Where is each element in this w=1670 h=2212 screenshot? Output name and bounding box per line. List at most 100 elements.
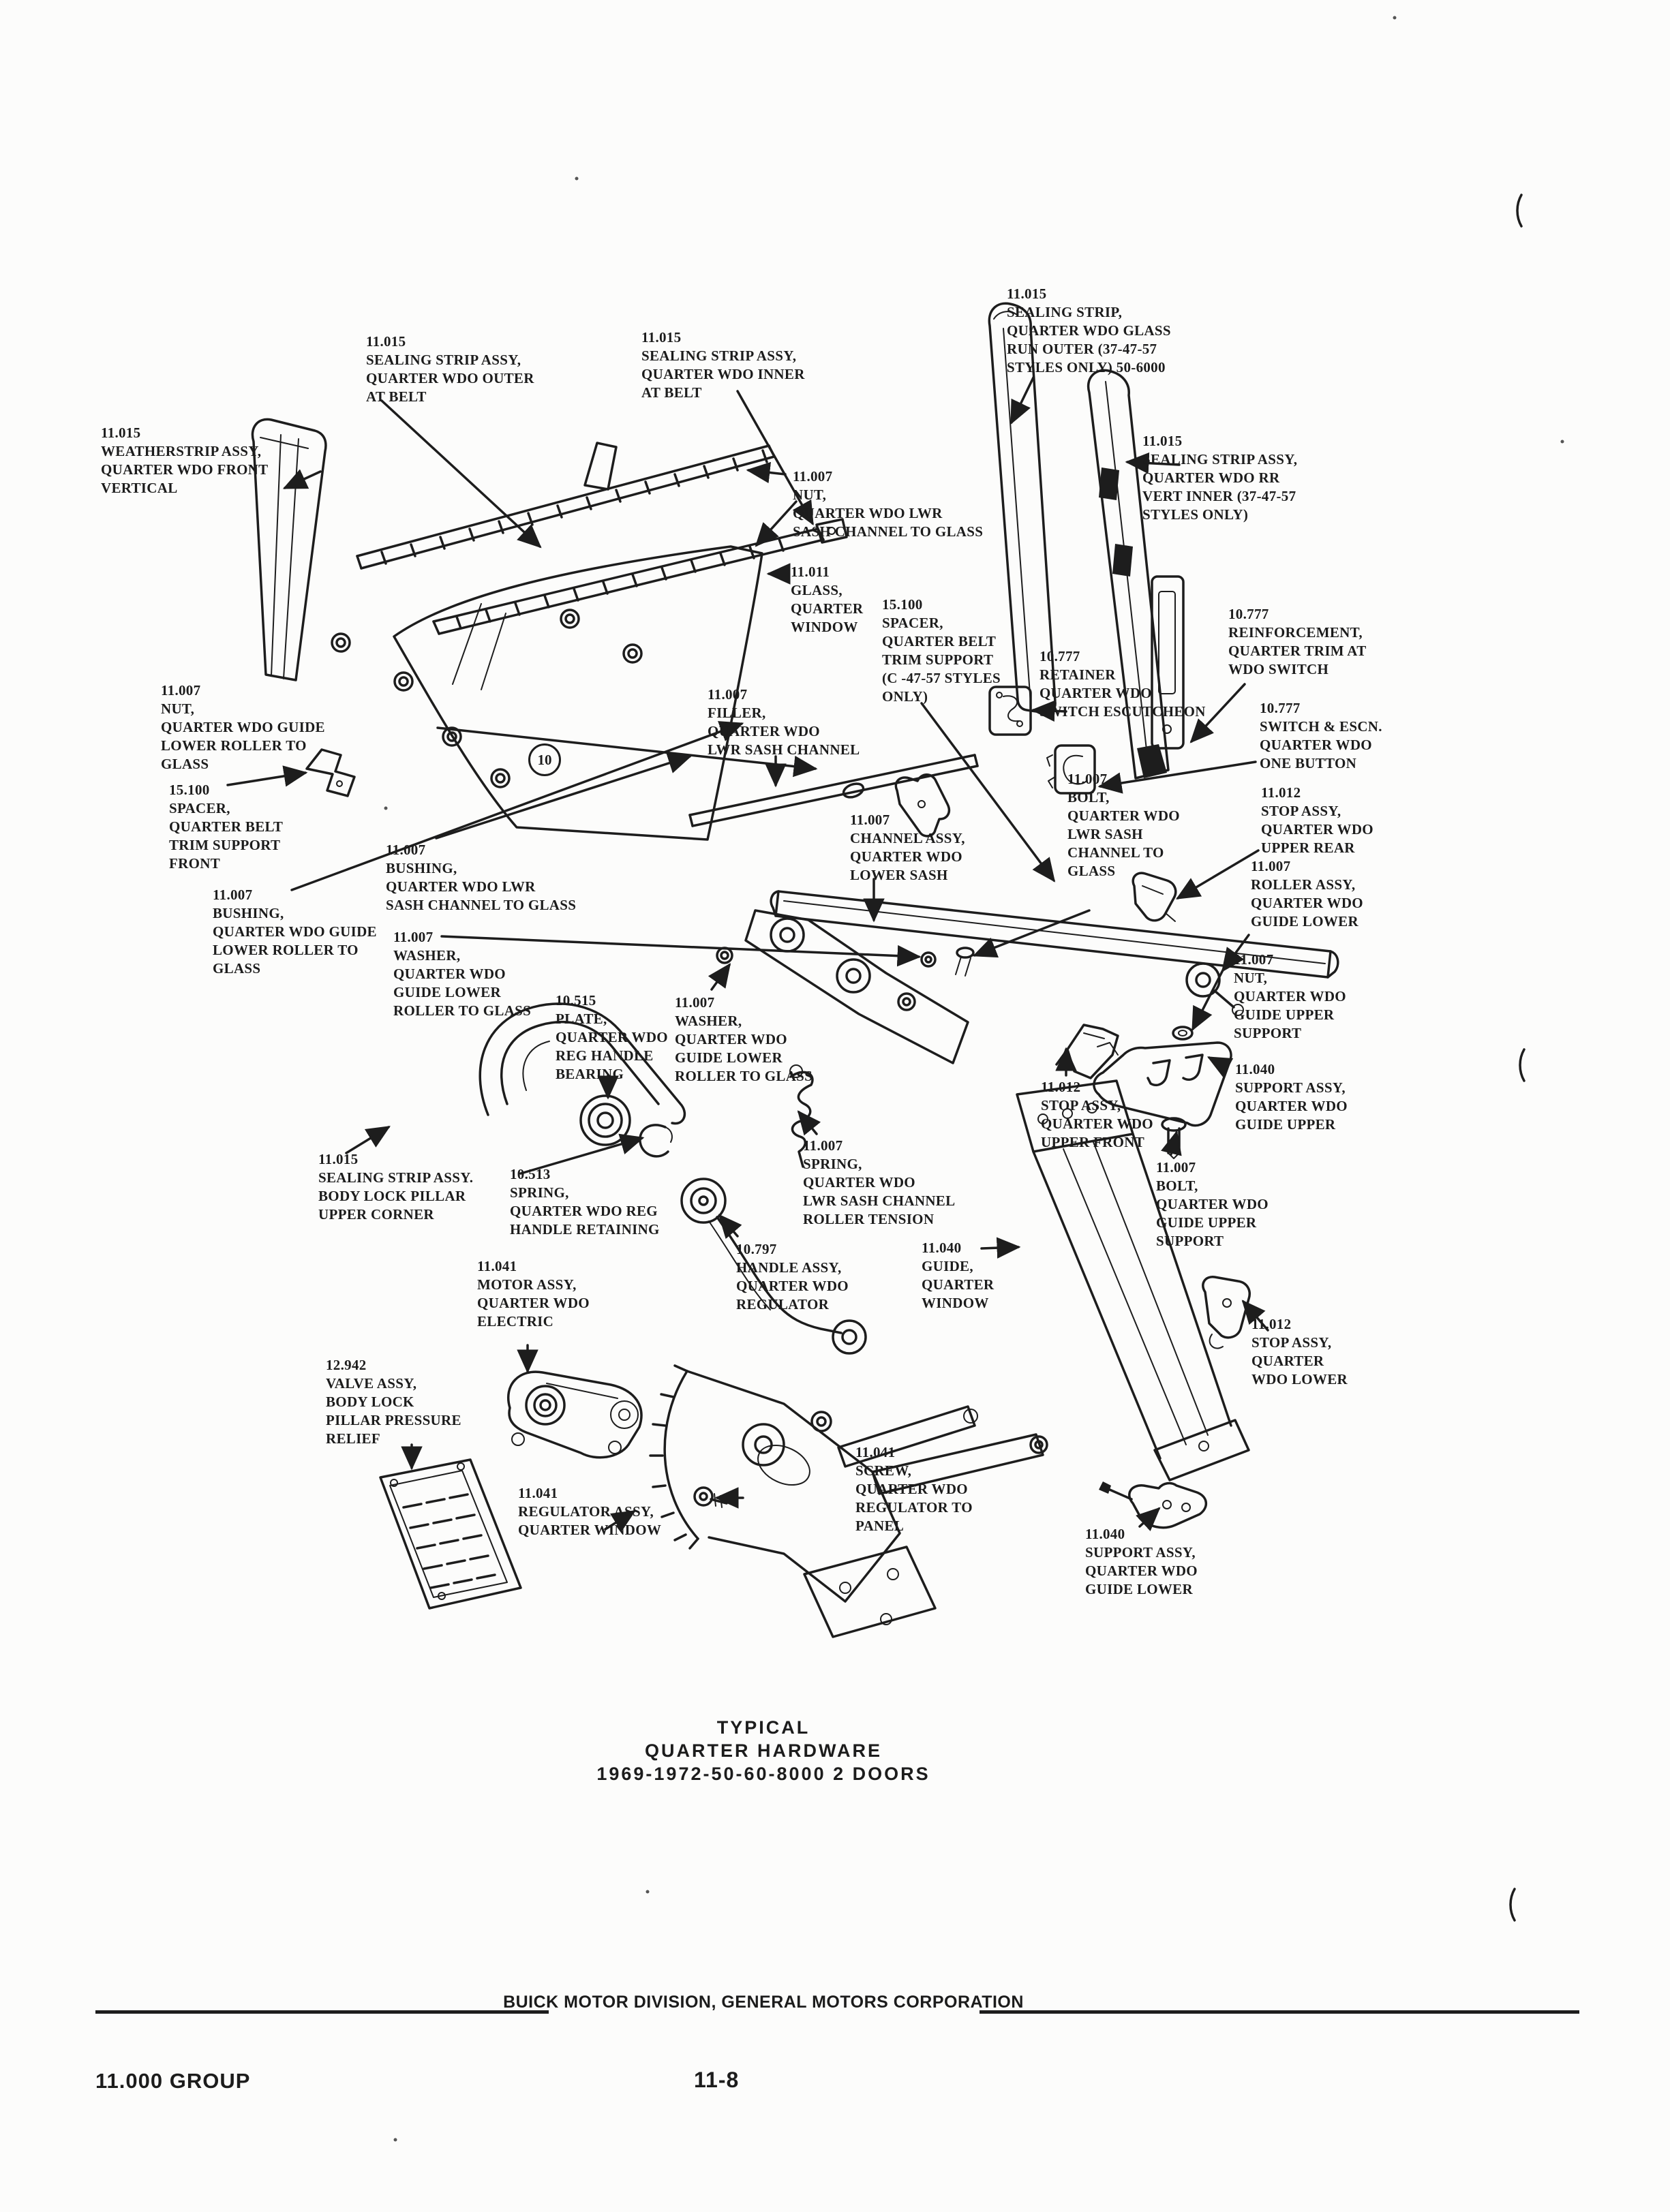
callout-line: ROLLER TO GLASS (393, 1002, 532, 1019)
callout-line: QUARTER BELT (169, 818, 284, 835)
callout-line: NUT, (161, 701, 195, 717)
callout-line: SWITCH & ESCN. (1260, 718, 1382, 735)
callout-bolt-lwr-sash: 11.007 BOLT, QUARTER WDO LWR SASH CHANNEL T… (1067, 770, 1180, 880)
callout-line: REGULATOR (736, 1296, 830, 1312)
callout-part-number: 10.777 (1039, 648, 1080, 664)
callout-line: QUARTER WDO (675, 1031, 787, 1047)
callout-line: QUARTER WDO LWR (793, 505, 943, 521)
callout-line: QUARTER WDO REG (510, 1203, 658, 1219)
callout-line: STYLES ONLY) (1142, 506, 1249, 523)
callout-line: BODY LOCK PILLAR (318, 1188, 466, 1204)
callout-part-number: 11.007 (1067, 771, 1108, 787)
callout-line: BOLT, (1067, 789, 1110, 805)
callout-line: QUARTER WDO (393, 966, 506, 982)
callout-line: NUT, (793, 487, 827, 503)
callout-part-number: 11.041 (477, 1258, 517, 1274)
callout-line: UPPER CORNER (318, 1206, 434, 1223)
callout-line: QUARTER WDO (1067, 808, 1180, 824)
reg-handle-spring-part (639, 1124, 673, 1158)
callout-part-number: 11.007 (1234, 951, 1274, 968)
callout-line: VALVE ASSY, (326, 1375, 417, 1392)
callout-line: UPPER REAR (1261, 840, 1355, 856)
callout-sealing-strip-outer-belt: 11.015 SEALING STRIP ASSY,QUARTER WDO OU… (366, 333, 534, 406)
footer-group-label: 11.000 GROUP (95, 2069, 251, 2093)
stop-lower-part (1202, 1276, 1251, 1349)
callout-line: QUARTER WDO INNER (641, 366, 805, 382)
callout-part-number: 11.040 (1235, 1061, 1275, 1077)
callout-part-number: 10.515 (556, 992, 596, 1009)
callout-line: GLASS, (791, 582, 842, 598)
callout-line: QUARTER WDO (556, 1029, 668, 1045)
callout-line: RUN OUTER (37-47-57 (1007, 341, 1157, 357)
callout-line: SEALING STRIP, (1007, 304, 1123, 320)
regulator-handle-part (680, 1178, 867, 1355)
belt-spacer-clip-part (894, 773, 951, 838)
callout-description: STOP ASSY, QUARTER WDO UPPER REAR (1261, 802, 1373, 857)
circled-item-marker: 10 (528, 743, 561, 776)
callout-part-number: 11.041 (855, 1444, 896, 1460)
callout-line: FILLER, (708, 705, 766, 721)
callout-line: CHANNEL TO (1067, 844, 1164, 861)
callout-line: ROLLER ASSY, (1251, 876, 1356, 893)
callout-line: QUARTER BELT (882, 633, 997, 649)
callout-line: QUARTER WDO (708, 723, 820, 739)
callout-line: WASHER, (393, 947, 461, 964)
callout-line: GUIDE LOWER (1251, 913, 1358, 930)
callout-line: SEALING STRIP ASSY, (1142, 451, 1298, 467)
callout-line: CHANNEL ASSY, (850, 830, 965, 846)
callout-line: QUARTER (1251, 1353, 1324, 1369)
callout-part-number: 11.015 (1007, 286, 1047, 302)
callout-line: MOTOR ASSY, (477, 1276, 577, 1293)
caption-line-3: 1969-1972-50-60-8000 2 DOORS (596, 1764, 930, 1784)
callout-line: TRIM SUPPORT (169, 837, 281, 853)
callout-line: QUARTER WDO (736, 1278, 849, 1294)
footer-rule-right (980, 2010, 1579, 2014)
callout-line: QUARTER WDO RR (1142, 470, 1280, 486)
callout-line: STYLES ONLY) 50-6000 (1007, 359, 1166, 375)
caption-line-1: TYPICAL (716, 1717, 810, 1738)
callout-line: PANEL (855, 1518, 905, 1534)
callout-line: QUARTER WDO (803, 1174, 915, 1191)
footer-rule-left (95, 2010, 549, 2014)
callout-line: QUARTER WDO (1261, 821, 1373, 838)
callout-line: AT BELT (641, 384, 702, 401)
callout-line: BOLT, (1156, 1178, 1198, 1194)
callout-part-number: 11.012 (1041, 1079, 1081, 1095)
callout-line: REINFORCEMENT, (1228, 624, 1363, 641)
callout-line: STOP ASSY, (1261, 803, 1341, 819)
callout-line: HANDLE ASSY, (736, 1259, 842, 1276)
callout-part-number: 11.007 (213, 887, 253, 903)
callout-line: QUARTER WDO LWR (386, 878, 536, 895)
window-regulator-part (649, 1364, 1048, 1638)
callout-line: LWR SASH (1067, 826, 1143, 842)
stop-upper-rear-part (1132, 872, 1177, 922)
callout-part-number: 11.007 (161, 682, 201, 698)
callout-part-number: 10.777 (1260, 700, 1301, 716)
callout-part-number: 11.015 (641, 329, 682, 345)
